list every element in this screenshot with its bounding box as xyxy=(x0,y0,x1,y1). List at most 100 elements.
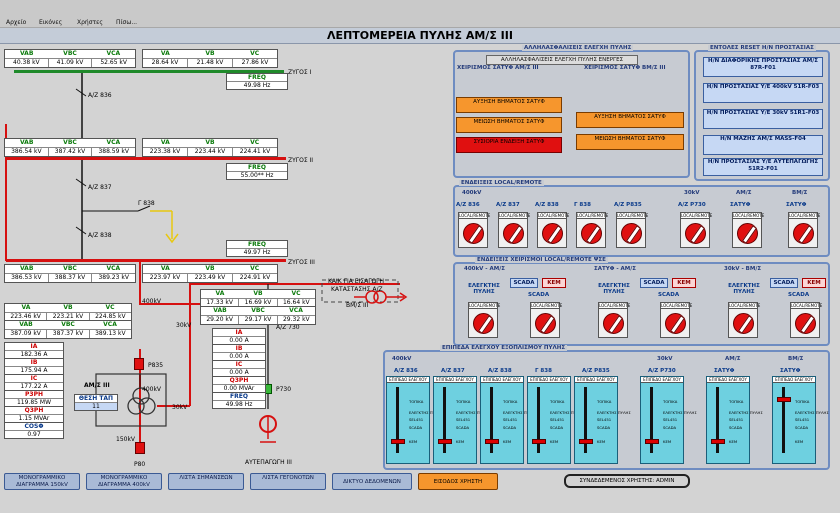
local-remote-selector-0[interactable]: LOCAL/REMOTE xyxy=(458,212,490,248)
slider-option: SCADA xyxy=(663,425,677,430)
local-remote-selector-1[interactable]: LOCAL/REMOTE xyxy=(498,212,530,248)
menu-back[interactable]: Πίσω... xyxy=(116,19,138,26)
slider-caption: ΕΠΙΠΕΔΟ ΕΛΕΓΧΟΥ xyxy=(575,377,617,383)
sld-400kv-button[interactable]: ΜΟΝΟΓΡΑΜΜΙΚΟ ΔΙΑΓΡΑΜΜΑ 400kV xyxy=(86,473,162,490)
voltage-150kv-label: 150kV xyxy=(116,436,136,443)
switch-g838-label: Γ 838 xyxy=(138,200,155,207)
slider-rail xyxy=(782,387,785,453)
selector-caption: LOCAL/REMOTE xyxy=(791,303,823,309)
control-level-label-1: Α/Ζ 837 xyxy=(441,368,465,374)
breaker-p80[interactable] xyxy=(135,442,145,454)
signals-list-button[interactable]: ΛΙΣΤΑ ΣΗΜΑΝΣΕΩΝ xyxy=(168,473,244,490)
scada-button-0[interactable]: SCADA xyxy=(510,278,538,288)
switch-selector-1-0[interactable]: LOCAL/REMOTE xyxy=(598,302,630,338)
control-level-label-0: Α/Ζ 836 xyxy=(394,368,418,374)
local-remote-selector-3[interactable]: LOCAL/REMOTE xyxy=(576,212,609,248)
reset-differential-button[interactable]: Η/Ν ΔΙΑΦΟΡΙΚΗΣ ΠΡΟΣΤΑΣΙΑΣ ΑΜ/Σ 87R-F01 xyxy=(703,57,823,77)
slider-thumb[interactable] xyxy=(438,439,452,444)
sld-150kv-button[interactable]: ΜΟΝΟΓΡΑΜΜΙΚΟ ΔΙΑΓΡΑΜΜΑ 150kV xyxy=(4,473,80,490)
selector-caption: LOCAL/REMOTE xyxy=(661,303,693,309)
gate-controller-label-2: ΕΛΕΓΚΤΗΣ ΠΥΛΗΣ xyxy=(728,283,760,295)
slider-thumb[interactable] xyxy=(579,439,593,444)
slider-thumb[interactable] xyxy=(711,439,725,444)
slider-option: SEL451 xyxy=(409,417,424,422)
slider-option: ΚΕΜ xyxy=(795,439,804,444)
satf-bm-lower-button[interactable]: ΜΕΙΩΣΗ ΒΗΜΑΤΟΣ ΣΑΤΥΦ xyxy=(576,134,684,150)
events-list-button[interactable]: ΛΙΣΤΑ ΓΕΓΟΝΟΤΩΝ xyxy=(250,473,326,490)
slider-option: SCADA xyxy=(597,425,611,430)
slider-caption: ΕΠΙΠΕΔΟ ΕΛΕΓΧΟΥ xyxy=(773,377,815,383)
data-network-button[interactable]: ΔΙΚΤΥΟ ΔΕΔΟΜΕΝΩΝ xyxy=(332,473,412,490)
local-remote-selector-5[interactable]: LOCAL/REMOTE xyxy=(680,212,712,248)
satf-am-indication-button[interactable]: ΣΥΣΙΟΡΙΑ ΕΝΔΕΙΞΗ ΣΑΤΥΦ xyxy=(456,137,562,153)
switch-selector-2-1[interactable]: LOCAL/REMOTE xyxy=(790,302,823,338)
local-remote-selector-6[interactable]: LOCAL/REMOTE xyxy=(732,212,764,248)
satf-am-lower-button[interactable]: ΜΕΙΩΣΗ ΒΗΜΑΤΟΣ ΣΑΤΥΦ xyxy=(456,117,562,133)
slider-option: SEL451 xyxy=(597,417,612,422)
selector-knob-icon xyxy=(795,313,816,334)
control-level-label-3: Γ 838 xyxy=(535,368,552,374)
slider-option: ΤΟΠΙΚΑ xyxy=(456,399,471,404)
reset-autotransformer-button[interactable]: Η/Ν ΠΡΟΣΤΑΣΙΑΣ Υ/Ε ΑΥΤΕΠΑΓΩΓΗΣ 51R2-F01 xyxy=(703,158,823,176)
slider-option: ΕΛΕΓΚΤΗΣ ΠΥΛΗΣ xyxy=(795,410,829,415)
selector-knob-icon xyxy=(733,313,754,334)
selector-knob-icon xyxy=(535,313,556,334)
slider-option: ΕΛΕΓΚΤΗΣ ΠΥΛΗΣ xyxy=(663,410,697,415)
menu-images[interactable]: Εικόνες xyxy=(39,19,63,26)
switch-selector-1-1[interactable]: LOCAL/REMOTE xyxy=(660,302,693,338)
interlocks-active-button[interactable]: ΑΛΛΗΛΑΣΦΑΛΙΣΕΙΣ ΕΛΕΓΧΗ ΠΥΛΗΣ ΕΝΕΡΓΕΣ xyxy=(486,55,638,65)
slider-option: SEL451 xyxy=(663,417,678,422)
scada-button-2[interactable]: SCADA xyxy=(770,278,798,288)
menu-users[interactable]: Χρήστες xyxy=(77,19,103,26)
satf-am-raise-button[interactable]: ΑΥΞΗΣΗ ΒΗΜΑΤΟΣ ΣΑΤΥΦ xyxy=(456,97,562,113)
selector-caption: LOCAL/REMOTE xyxy=(577,213,609,219)
menu-file[interactable]: Αρχείο xyxy=(6,19,27,26)
kem-button-1[interactable]: ΚΕΜ xyxy=(672,278,696,288)
slider-thumb[interactable] xyxy=(645,439,659,444)
selector-label-5: Α/Ζ Ρ730 xyxy=(678,202,706,208)
status-entry-label-2: ΚΑΤΑΣΤΑΣΗΣ Α/Ζ xyxy=(331,286,383,293)
slider-thumb[interactable] xyxy=(391,439,405,444)
kem-button-2[interactable]: ΚΕΜ xyxy=(802,278,826,288)
local-remote-selector-4[interactable]: LOCAL/REMOTE xyxy=(616,212,648,248)
selector-knob-icon xyxy=(621,223,642,244)
bus-1-label: ΖΥΓΟΣ I xyxy=(288,69,312,76)
switch-selector-0-1[interactable]: LOCAL/REMOTE xyxy=(530,302,562,338)
satf-bm-title: ΧΕΙΡΙΣΜΟΣ ΣΑΤΥΦ ΒΜ/Σ III xyxy=(582,65,668,71)
selector-caption: LOCAL/REMOTE xyxy=(538,213,570,219)
user-login-button[interactable]: ΕΙΣΟΔΟΣ ΧΡΗΣΤΗ xyxy=(418,473,498,490)
switch-group-30kv-title: 30kV - ΒΜ/Σ xyxy=(722,266,764,272)
page-title: ΛΕΠΤΟΜΕΡΕΙΑ ΠΥΛΗΣ ΑΜ/Σ III xyxy=(327,29,513,42)
reset-mass-button[interactable]: Η/Ν ΜΑΖΗΣ ΑΜ/Σ MASS-F04 xyxy=(703,135,823,155)
scada-button-1[interactable]: SCADA xyxy=(640,278,668,288)
reset-30kv-button[interactable]: Η/Ν ΠΡΟΣΤΑΣΙΑΣ Υ/Ε 30kV 51R1-F03 xyxy=(703,109,823,129)
kem-button-0[interactable]: ΚΕΜ xyxy=(542,278,566,288)
slider-thumb[interactable] xyxy=(485,439,499,444)
slider-thumb[interactable] xyxy=(532,439,546,444)
local-remote-selector-2[interactable]: LOCAL/REMOTE xyxy=(537,212,570,248)
switch-selector-2-0[interactable]: LOCAL/REMOTE xyxy=(728,302,760,338)
satf-bm-raise-button[interactable]: ΑΥΞΗΣΗ ΒΗΜΑΤΟΣ ΣΑΤΥΦ xyxy=(576,112,684,128)
slider-thumb[interactable] xyxy=(777,397,791,402)
selector-knob-icon xyxy=(685,223,706,244)
status-entry-label-1: ΚΑΙΚ ΓΙΑ ΕΙΣΑΓΩΓΗ xyxy=(328,278,385,285)
reset-400kv-button[interactable]: Η/Ν ΠΡΟΣΤΑΣΙΑΣ Υ/Ε 400kV 51R-F03 xyxy=(703,83,823,103)
slider-option: SCADA xyxy=(550,425,564,430)
breaker-p835[interactable] xyxy=(134,358,144,370)
switch-selector-0-0[interactable]: LOCAL/REMOTE xyxy=(468,302,500,338)
local-remote-selector-7[interactable]: LOCAL/REMOTE xyxy=(788,212,820,248)
